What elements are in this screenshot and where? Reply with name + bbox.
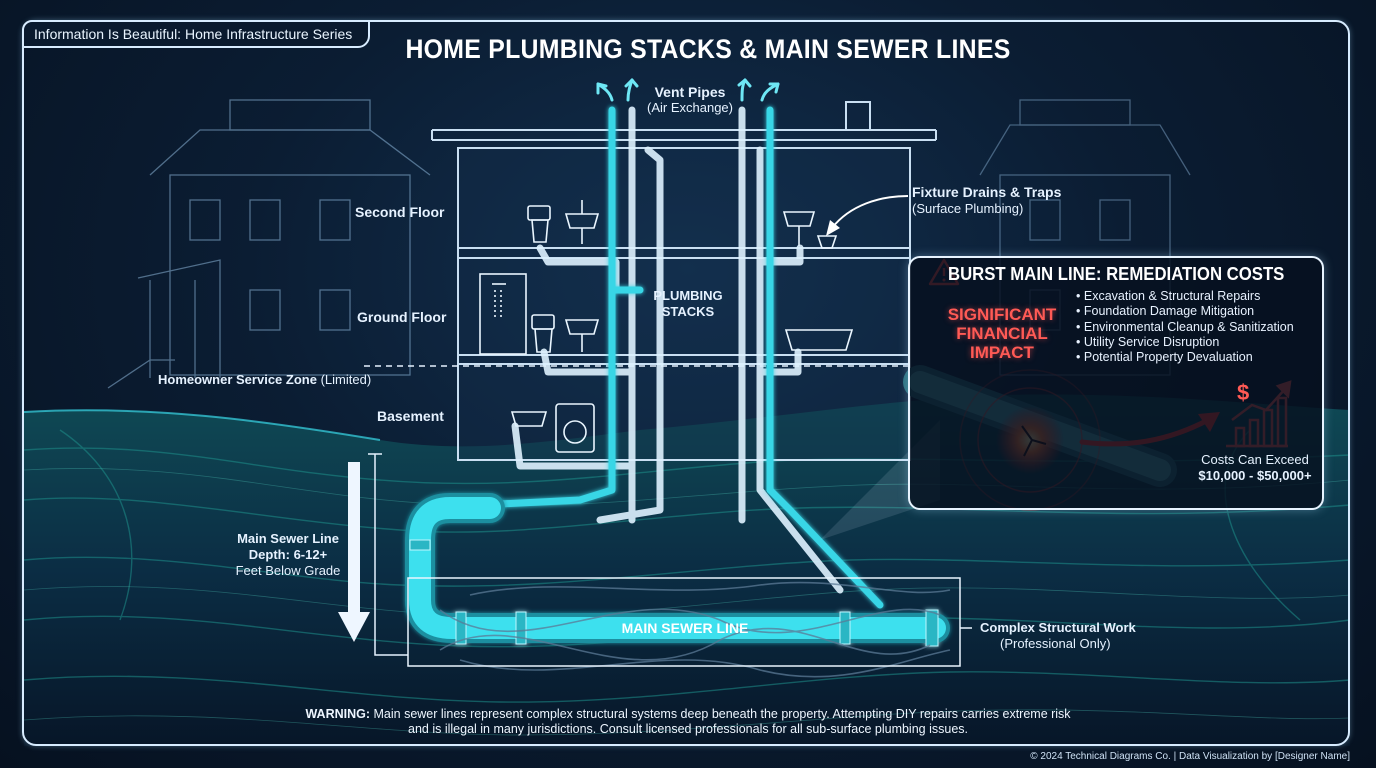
- cost-bullets: Excavation & Structural Repairs Foundati…: [1076, 289, 1294, 365]
- warning-note: WARNING: Main sewer lines represent comp…: [300, 707, 1076, 737]
- impact-line-2: FINANCIAL: [956, 324, 1048, 343]
- bullet-item: Potential Property Devaluation: [1076, 350, 1294, 365]
- depth-label-2: Depth: 6-12+: [248, 547, 328, 562]
- toilet-icon: [531, 314, 555, 353]
- depth-label-3: Feet Below Grade: [235, 563, 341, 578]
- second-floor-label: Second Floor: [355, 204, 445, 220]
- vent-arrow-icon: [596, 78, 780, 102]
- bullet-item: Foundation Damage Mitigation: [1076, 304, 1294, 319]
- service-zone-label: Homeowner Service Zone (Limited): [158, 372, 371, 387]
- cost-line-2: $10,000 - $50,000+: [1198, 468, 1312, 483]
- sink-icon: [510, 411, 548, 427]
- page-title: HOME PLUMBING STACKS & MAIN SEWER LINES: [405, 34, 1011, 64]
- series-tab: Information Is Beautiful: Home Infrastru…: [22, 20, 371, 48]
- complex-work-sub: (Professional Only): [1000, 636, 1111, 651]
- service-zone-sub: (Limited): [320, 372, 372, 387]
- drain-pipes-white: [511, 106, 844, 594]
- house-cutaway: [431, 101, 937, 461]
- depth-label-1: Main Sewer Line: [237, 531, 339, 546]
- fixture-drains-sub: (Surface Plumbing): [912, 201, 1024, 216]
- ground-floor-label: Ground Floor: [357, 309, 447, 325]
- warning-label: WARNING:: [305, 707, 371, 721]
- vent-pipes-sub: (Air Exchange): [647, 100, 733, 115]
- main-sewer-label: MAIN SEWER LINE: [621, 620, 749, 636]
- vent-pipes-label: Vent Pipes: [654, 84, 726, 100]
- complex-work-label: Complex Structural Work: [980, 620, 1136, 635]
- panel-title: BURST MAIN LINE: REMEDIATION COSTS: [948, 264, 1285, 284]
- service-zone-bold: Homeowner Service Zone: [158, 372, 317, 387]
- impact-line-3: IMPACT: [970, 343, 1034, 362]
- shower-icon: [479, 273, 527, 355]
- fixture-drains-label: Fixture Drains & Traps: [912, 184, 1062, 200]
- impact-line-1: SIGNIFICANT: [947, 305, 1057, 324]
- washing-machine-icon: [555, 403, 595, 453]
- trap-icon: [816, 235, 838, 249]
- dollar-symbol: $: [1237, 380, 1250, 405]
- bullet-item: Excavation & Structural Repairs: [1076, 289, 1294, 304]
- roots-tangle: [439, 581, 951, 678]
- bullet-item: Utility Service Disruption: [1076, 335, 1294, 350]
- financial-impact: SIGNIFICANT FINANCIAL IMPACT: [938, 305, 1066, 362]
- plumbing-stacks-label-2: STACKS: [661, 304, 715, 319]
- ghost-house-left: [107, 99, 431, 389]
- bathtub-icon: [784, 329, 854, 351]
- sink-icon: [782, 211, 816, 246]
- plumbing-stacks-label-1: PLUMBING: [653, 288, 723, 303]
- sink-icon: [564, 200, 600, 244]
- cost-line-1: Costs Can Exceed: [1201, 452, 1309, 467]
- fixture-callout-arrow: [831, 195, 909, 229]
- down-arrow-icon: [338, 462, 370, 642]
- sink-icon: [564, 319, 600, 352]
- main-sewer-pipe: [405, 493, 950, 647]
- toilet-icon: [527, 205, 551, 243]
- depth-bracket: [368, 453, 408, 656]
- outer-frame: [22, 20, 1350, 746]
- drain-pipes-cyan: [476, 106, 884, 609]
- warning-text: Main sewer lines represent complex struc…: [373, 707, 1071, 736]
- basement-label: Basement: [377, 408, 444, 424]
- bullet-item: Environmental Cleanup & Sanitization: [1076, 320, 1294, 335]
- complex-zone-box: [407, 577, 961, 667]
- copyright: © 2024 Technical Diagrams Co. | Data Vis…: [1030, 751, 1350, 762]
